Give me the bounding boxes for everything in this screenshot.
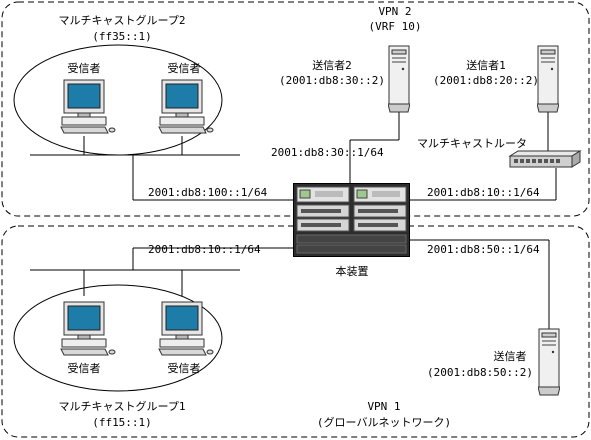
server-icon — [537, 45, 559, 113]
receiver-label: 受信者 — [167, 362, 201, 375]
vpn2-sender2-link — [349, 112, 400, 184]
sender2-address: (2001:db8:30::2) — [279, 74, 385, 87]
group1-address: (ff15::1) — [92, 416, 152, 429]
receiver-label: 受信者 — [67, 362, 101, 375]
group2-address: (ff35::1) — [92, 30, 152, 43]
vpn1-title: VPN 1 — [367, 400, 401, 413]
server-icon — [538, 328, 560, 396]
router-icon — [508, 150, 582, 168]
router-name: マルチキャストルータ — [417, 137, 527, 150]
server-icon — [388, 45, 410, 113]
sender2-name: 送信者2 — [312, 59, 352, 72]
vpn1-sender-address: (2001:db8:50::2) — [427, 366, 533, 379]
pc-icon — [60, 301, 116, 356]
vpn2-router-link — [410, 168, 557, 201]
vpn1-receiver-network: 2001:db8:10::1/64 — [148, 243, 261, 256]
pc-icon — [60, 79, 116, 134]
receiver-label: 受信者 — [67, 62, 101, 75]
vpn2-sender2-network: 2001:db8:30::1/64 — [271, 146, 384, 159]
vpn2-subtitle: (VRF 10) — [368, 20, 422, 33]
switch-chassis-icon — [293, 183, 410, 257]
sender1-name: 送信者1 — [466, 59, 506, 72]
receiver-label: 受信者 — [167, 62, 201, 75]
vpn1-boundary — [1, 225, 590, 438]
group1-ellipse — [13, 284, 223, 392]
vpn1-sender-link — [410, 239, 550, 330]
pc-icon — [158, 301, 214, 356]
vpn2-router-network: 2001:db8:10::1/64 — [427, 186, 540, 199]
vpn1-subtitle: (グローバルネットワーク) — [316, 416, 452, 429]
sender1-address: (2001:db8:20::2) — [433, 74, 539, 87]
vpn2-title: VPN 2 — [378, 5, 412, 18]
group1-name: マルチキャストグループ1 — [58, 400, 186, 413]
vpn1-receiver-lan — [30, 247, 293, 296]
vpn1-sender-network: 2001:db8:50::1/64 — [427, 243, 540, 256]
device-name: 本装置 — [335, 265, 369, 278]
vpn1-sender-name: 送信者 — [493, 350, 527, 363]
pc-icon — [158, 79, 214, 134]
vpn2-receiver-lan — [30, 136, 293, 201]
group2-name: マルチキャストグループ2 — [58, 14, 186, 27]
vpn2-receiver-network: 2001:db8:100::1/64 — [148, 186, 268, 199]
